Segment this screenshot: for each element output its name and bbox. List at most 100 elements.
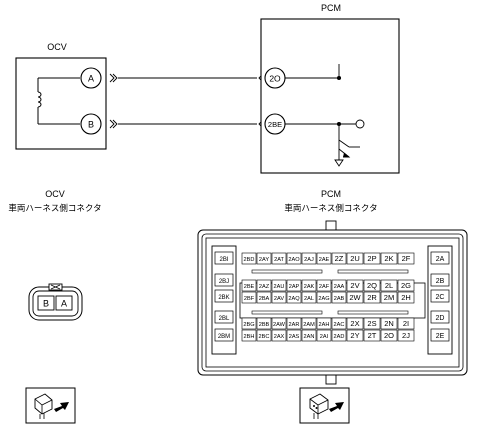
pcm-pin-label: 2AX — [274, 334, 285, 340]
pcm-pin-cell — [331, 252, 347, 265]
pcm-pin-label: 2O — [384, 331, 394, 340]
ocv-terminal-a-label: A — [88, 74, 94, 84]
pcm-side-pin-box — [214, 251, 234, 265]
pcm-pin-cell — [346, 252, 364, 265]
pcm-pin-label: 2BD — [244, 257, 255, 263]
pcm-pin-label: 2AO — [288, 257, 300, 263]
pcm-pin-label: 2S — [367, 319, 376, 328]
pcm-side-pin-label: 2C — [436, 294, 445, 301]
pcm-pin-cell — [380, 317, 398, 330]
pcm-side-pin-box — [214, 310, 234, 324]
pcm-side-pin-label: 2BL — [219, 316, 230, 322]
pcm-pin-label: 2AQ — [288, 296, 300, 302]
ocv-title: OCV — [47, 42, 67, 52]
pcm-pin-label: 2N — [384, 319, 394, 328]
pcm-pin-label: 2AV — [274, 296, 284, 302]
pcm-pin-label: 2AT — [274, 257, 284, 263]
pcm-box — [260, 18, 400, 174]
pcm-side-pin-label: 2E — [436, 333, 445, 340]
pcm-row-divider — [251, 269, 323, 274]
pcm-pin-cell — [316, 329, 332, 342]
pcm-side-pin-label: 2BI — [219, 257, 228, 263]
pcm-pin-label: 2M — [384, 293, 394, 302]
pcm-pin-cell — [331, 329, 347, 342]
pcm-pin-cell — [363, 317, 381, 330]
pcm-pin-label: 2P — [367, 254, 376, 263]
pcm-pin-label: 2BH — [244, 334, 255, 340]
pcm-pin-label: 2BG — [243, 322, 254, 328]
pcm-side-pin-label: 2A — [436, 256, 445, 263]
pcm-pin-label: 2I — [403, 319, 409, 328]
pcm-pin-cell — [301, 291, 317, 304]
pcm-pin-cell — [346, 317, 364, 330]
connector-view-icon — [25, 387, 76, 424]
pcm-side-pin-box — [430, 251, 450, 265]
pcm-pin-cell — [380, 252, 398, 265]
pcm-pin-label: 2G — [401, 281, 411, 290]
pcm-side-pin-box — [430, 310, 450, 324]
pcm-pin-label: 2L — [385, 281, 393, 290]
pcm-pin-cell — [346, 329, 364, 342]
pcm-pin-cell — [271, 279, 287, 292]
pcm-side-pin-label: 2BK — [218, 295, 229, 301]
pcm-pin-cell — [286, 279, 302, 292]
pcm-connector-caption: PCM — [321, 189, 341, 199]
solenoid-coil-icon — [37, 77, 80, 125]
ocv-terminal-b — [80, 113, 102, 135]
pcm-side-pin-label: 2BM — [218, 334, 230, 340]
ocv-connector-subcaption: 車両ハーネス側コネクタ — [8, 203, 101, 214]
connector-chevron-icon — [109, 73, 118, 83]
pcm-row-divider — [337, 310, 409, 315]
pcm-pin-cell — [241, 317, 257, 330]
pcm-pin-label: 2F — [402, 254, 411, 263]
pcm-pin-label: 2Q — [367, 281, 377, 290]
pcm-terminal-2o-label: 2O — [269, 74, 281, 84]
pcm-pin-cell — [397, 291, 415, 304]
pcm-internal-circuit — [285, 64, 365, 167]
pcm-pin-cell — [331, 317, 347, 330]
pcm-pin-cell — [286, 291, 302, 304]
ocv-terminal-b-label: B — [88, 120, 94, 130]
pcm-pin-cell — [301, 252, 317, 265]
pcm-pin-label: 2AW — [273, 322, 286, 328]
pcm-pin-cell — [397, 317, 415, 330]
pcm-side-pin-box — [430, 328, 450, 342]
pcm-side-pin-box — [214, 289, 234, 303]
pcm-pin-label: 2AH — [319, 322, 330, 328]
pcm-pin-cell — [271, 252, 287, 265]
pcm-pin-cell — [316, 252, 332, 265]
pcm-side-pin-label: 2B — [436, 278, 445, 285]
pcm-pin-cell — [301, 317, 317, 330]
pcm-pin-label: 2K — [384, 254, 393, 263]
ocv-pin-a: A — [61, 299, 67, 309]
pcm-pin-label: 2AL — [304, 296, 314, 302]
pcm-pin-label: 2AK — [304, 284, 315, 290]
pcm-pin-cell — [241, 252, 257, 265]
pcm-pin-label: 2BC — [259, 334, 270, 340]
pcm-pin-label: 2AJ — [304, 257, 314, 263]
pcm-pin-label: 2BF — [244, 296, 255, 302]
ocv-connector-face: B A — [28, 283, 83, 321]
pcm-pin-label: 2AB — [334, 296, 345, 302]
pcm-pin-label: 2Y — [350, 331, 359, 340]
pcm-pin-label: 2BA — [259, 296, 270, 302]
pcm-pin-cell — [397, 329, 415, 342]
pcm-row-divider — [337, 269, 409, 274]
pcm-pin-label: 2R — [367, 293, 377, 302]
pcm-connector-subcaption: 車両ハーネス側コネクタ — [284, 203, 377, 214]
pcm-pin-cell — [301, 279, 317, 292]
pcm-side-pin-box — [214, 273, 234, 287]
pcm-pin-cell — [346, 291, 364, 304]
pcm-pin-label: 2AE — [319, 257, 330, 263]
pcm-side-pin-box — [430, 289, 450, 303]
pcm-pin-cell — [363, 291, 381, 304]
pcm-pin-cell — [241, 329, 257, 342]
pcm-pin-cell — [256, 329, 272, 342]
pcm-pin-cell — [331, 279, 347, 292]
pcm-pin-cell — [397, 279, 415, 292]
pcm-pin-label: 2Z — [335, 254, 344, 263]
connector-chevron-icon — [109, 119, 118, 129]
pcm-pin-label: 2AD — [334, 334, 345, 340]
